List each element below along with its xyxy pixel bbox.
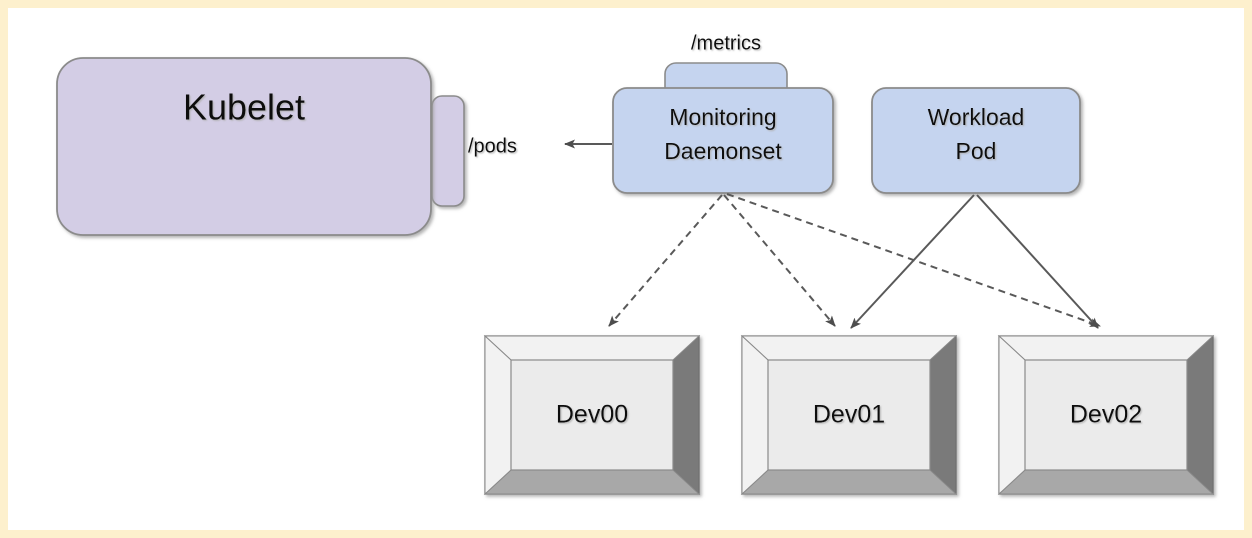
dev00-label: Dev00 — [556, 401, 628, 429]
monitoring-daemonset-box-shape — [612, 87, 834, 194]
dev01-bevel-bottom — [740, 469, 958, 495]
dev01-face — [767, 359, 931, 471]
dev02-bevel-bottom — [997, 469, 1215, 495]
pods-port-label: /pods — [468, 135, 517, 157]
dev02-label: Dev02 — [1070, 401, 1142, 429]
kubelet-pods-port[interactable] — [431, 95, 465, 207]
dev00-bevel-bottom — [483, 469, 701, 495]
edge-monitoring-to-dev00-line — [608, 194, 723, 327]
dev01-bevel-top — [740, 335, 958, 361]
dev00-bevel-top — [483, 335, 701, 361]
node-kubelet[interactable]: Kubelet — [56, 57, 432, 236]
monitoring-daemonset-label-line2: Daemonset — [664, 138, 782, 164]
topology-diagram: Kubelet /pods /metrics Monitoring Daemon… — [56, 32, 1215, 496]
dev02-bevel-left — [998, 334, 1026, 496]
node-dev00[interactable]: Dev00 — [483, 334, 701, 496]
workload-pod-label-line2: Pod — [956, 138, 997, 164]
workload-pod-label-line1: Workload — [928, 104, 1025, 130]
dev00-bevel-right — [672, 334, 700, 496]
edge-workload-to-dev01-line — [850, 194, 975, 329]
edge-monitoring-to-dev01-line — [723, 194, 836, 327]
diagram-canvas: Kubelet /pods /metrics Monitoring Daemon… — [8, 8, 1244, 530]
node-dev01[interactable]: Dev01 — [740, 334, 958, 496]
kubelet-label: Kubelet — [183, 87, 305, 128]
edge-workload-to-dev02-line — [976, 194, 1099, 329]
edge-workload-to-dev01 — [850, 194, 975, 329]
edge-monitoring-to-dev01 — [723, 194, 836, 327]
kubelet-pods-port-shape — [431, 95, 465, 207]
workload-pod-box-shape — [871, 87, 1081, 194]
node-monitoring-daemonset[interactable]: Monitoring Daemonset — [612, 87, 834, 194]
monitoring-daemonset-label-line1: Monitoring — [669, 104, 776, 130]
dev00-face — [510, 359, 674, 471]
kubelet-box-shape — [56, 57, 432, 236]
edge-workload-to-dev02 — [976, 194, 1099, 329]
edge-monitoring-to-dev00 — [608, 194, 723, 327]
dev01-bevel-left — [741, 334, 769, 496]
node-workload-pod[interactable]: Workload Pod — [871, 87, 1081, 194]
dev00-bevel-left — [484, 334, 512, 496]
dev01-label: Dev01 — [813, 401, 885, 429]
dev02-bevel-top — [997, 335, 1215, 361]
dev01-bevel-right — [929, 334, 957, 496]
metrics-port-label: /metrics — [691, 32, 761, 54]
node-dev02[interactable]: Dev02 — [997, 334, 1215, 496]
dev02-bevel-right — [1186, 334, 1214, 496]
dev02-face — [1024, 359, 1188, 471]
